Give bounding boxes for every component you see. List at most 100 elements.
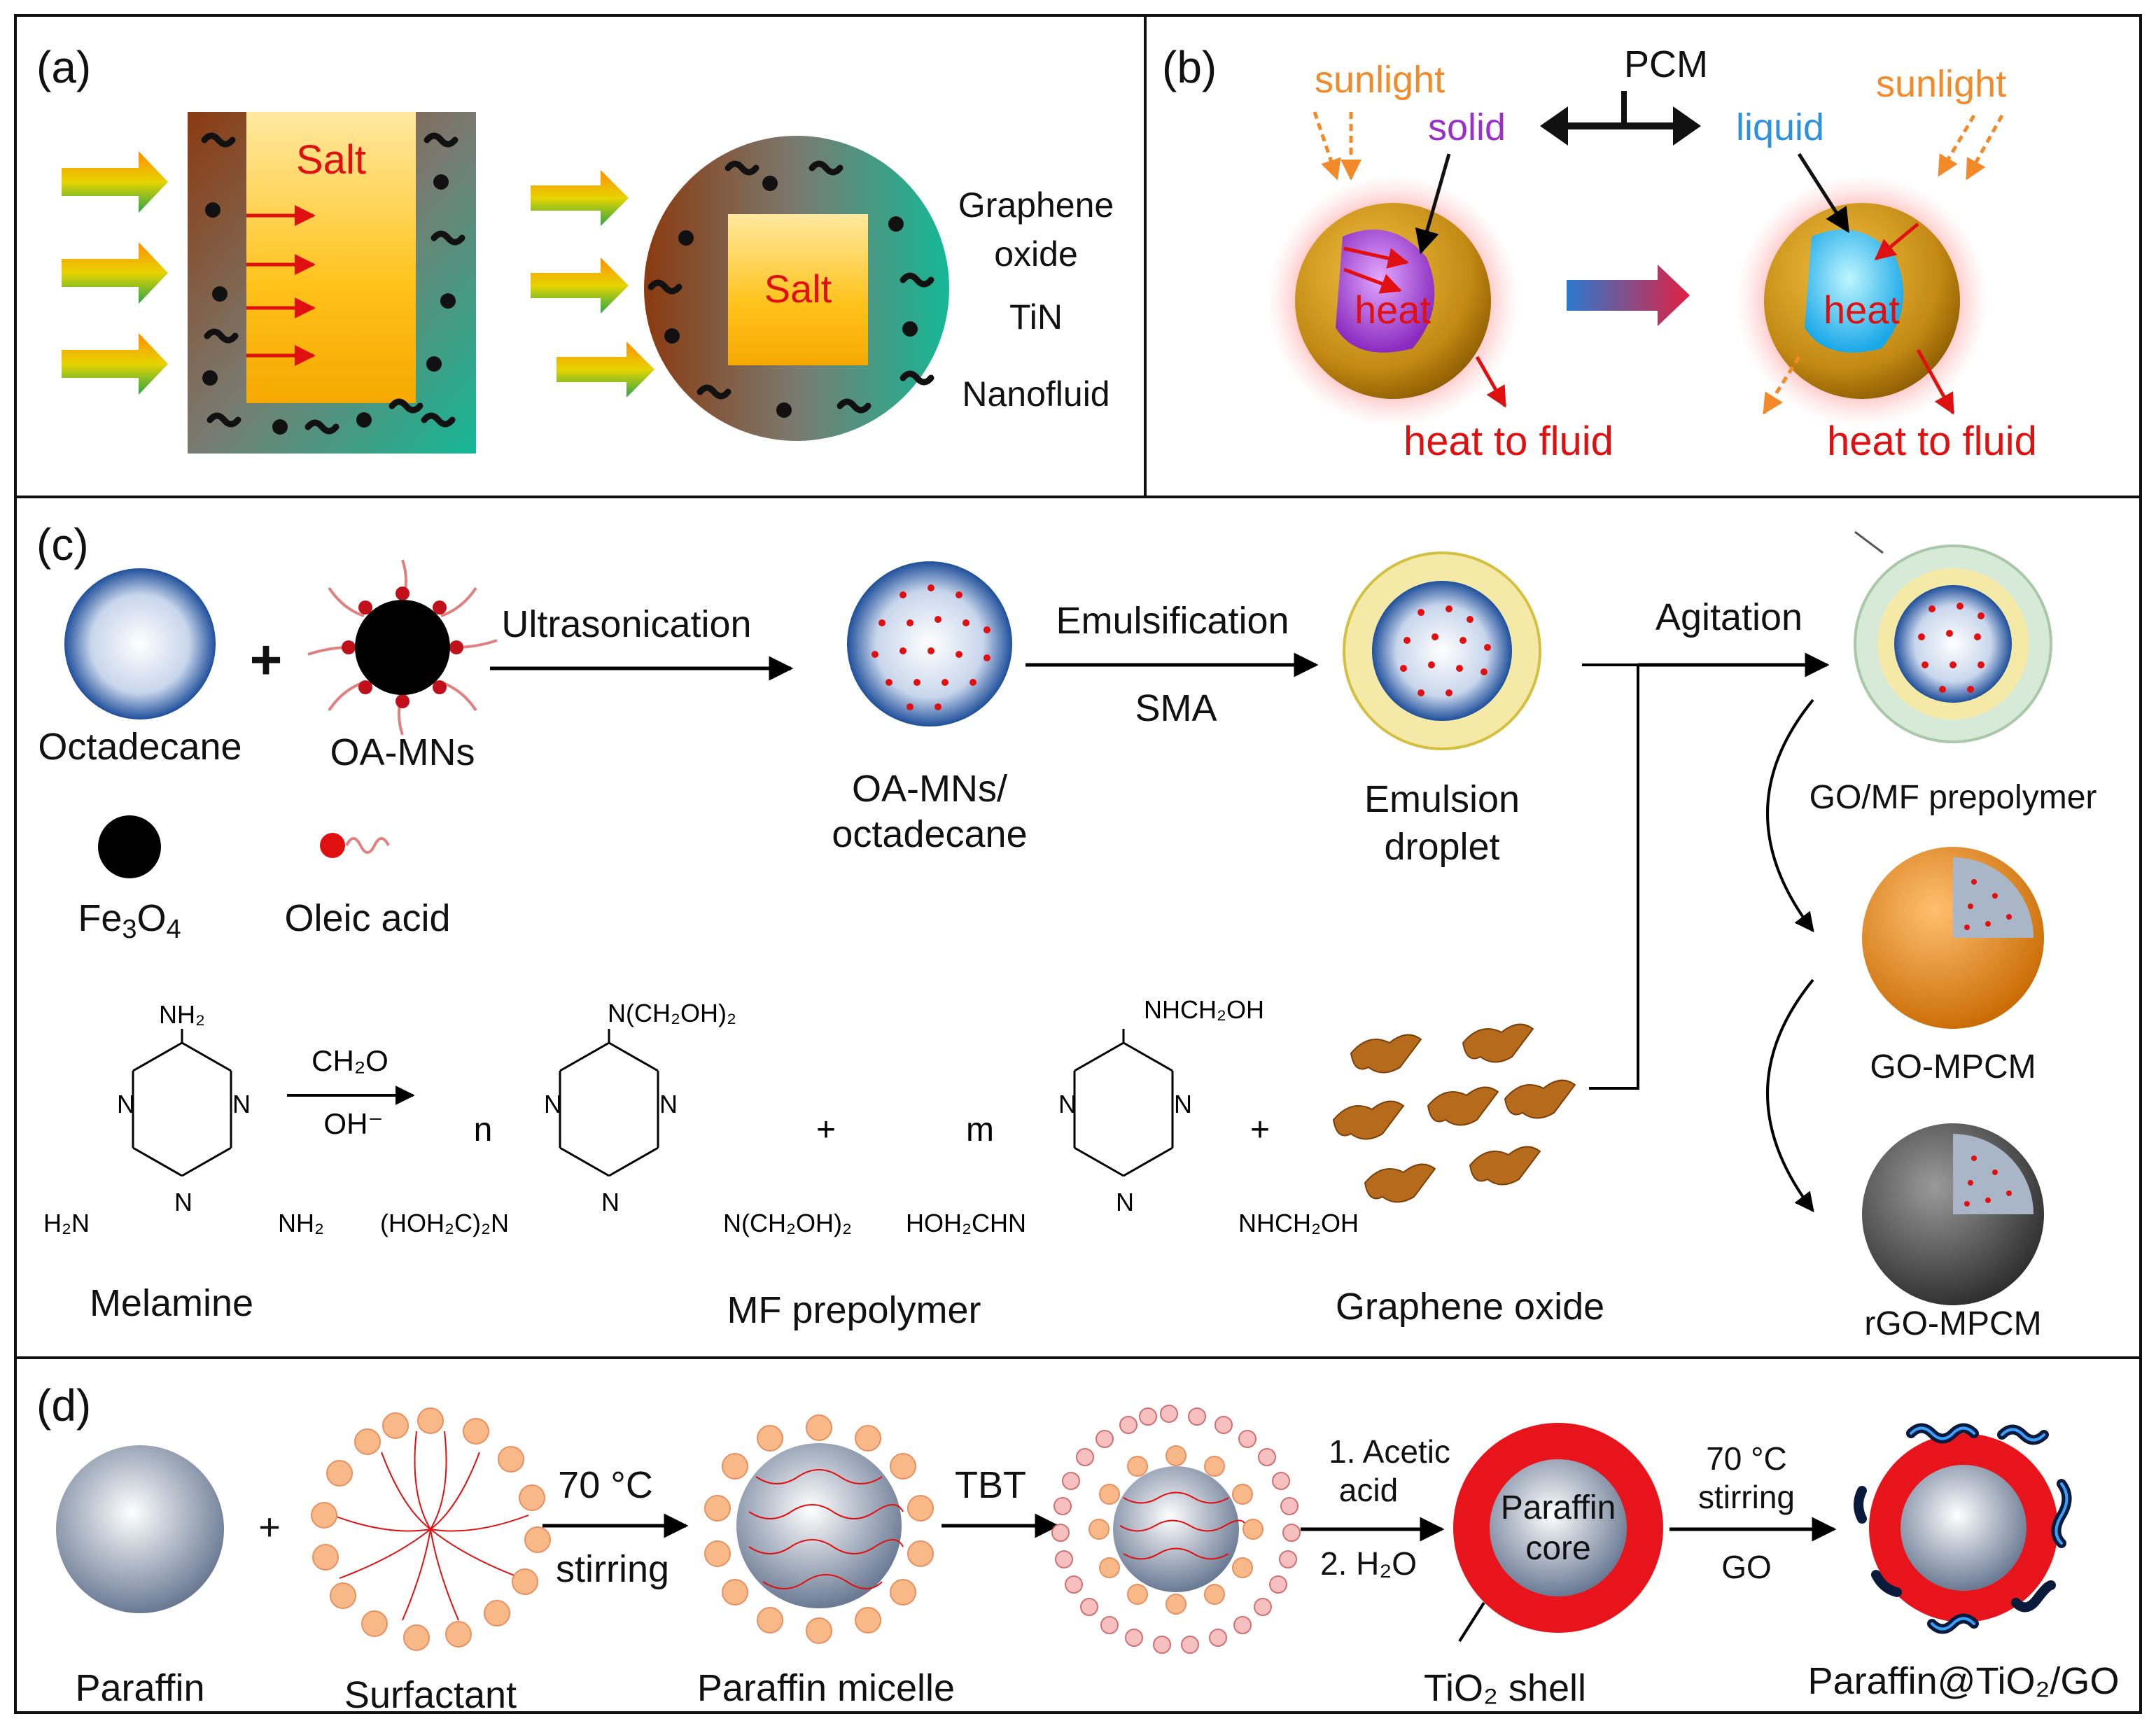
panel-d: (d) Paraffin + Surfactant 70 °C	[36, 1380, 2119, 1716]
stirring1-label: stirring	[556, 1548, 669, 1590]
panel-b: (b) sunlight sunlight PCM solid heat hea…	[1162, 42, 2037, 464]
particles-rect	[202, 174, 456, 435]
solid-label: solid	[1428, 106, 1506, 148]
heat-label-left: heat	[1354, 288, 1431, 332]
panel-a-label: (a)	[36, 42, 91, 92]
panel-a: (a) Salt	[36, 42, 1114, 454]
arrow-to-rgo-mpcm	[1766, 978, 1814, 1213]
panel-c: (c) + Octadecane OA-MNs Ultrasonication	[36, 519, 2096, 1342]
m-right: NHCH₂OH	[1238, 1209, 1359, 1237]
melamine-label: Melamine	[90, 1282, 253, 1324]
n-atom: N	[659, 1090, 678, 1118]
heat-to-fluid-left: heat to fluid	[1404, 419, 1614, 464]
m-top: NHCH₂OH	[1144, 995, 1264, 1024]
legend-nanofluid: Nanofluid	[962, 374, 1110, 414]
panel-c-label: (c)	[36, 519, 89, 570]
legend-oxide: oxide	[994, 234, 1078, 274]
graphene-flakes-rect	[201, 132, 465, 435]
rgo-mpcm-label: rGO-MPCM	[1864, 1305, 2041, 1342]
mn-dots-2	[1400, 605, 1491, 696]
n-atom: N	[174, 1188, 192, 1216]
paraffin-sphere	[56, 1445, 224, 1613]
figure-frame	[14, 14, 2142, 1714]
sun-arrow-icon	[531, 258, 629, 314]
mn-dots-3	[1918, 603, 1984, 693]
melamine-h2n: H₂N	[43, 1209, 90, 1237]
ch2o-label: CH₂O	[312, 1044, 388, 1077]
go-mf-core	[1894, 585, 2012, 703]
ultrasonication-label: Ultrasonication	[501, 603, 751, 645]
melamine-nh2-right: NH₂	[278, 1209, 324, 1237]
heat-label-right: heat	[1823, 288, 1900, 332]
particles-circle	[664, 176, 918, 418]
salt-label: Salt	[296, 137, 366, 183]
plus-c: +	[250, 628, 283, 691]
mf-top: N(CH₂OH)₂	[608, 999, 736, 1027]
sun-arrow-icon	[62, 242, 168, 304]
octadecane-label: Octadecane	[38, 726, 241, 768]
fe3o4-icon	[98, 815, 161, 878]
n-atom: N	[232, 1090, 251, 1118]
sun-arrow-icon	[62, 151, 168, 213]
melamine-nh2-top: NH₂	[159, 1000, 205, 1029]
heat-arrows	[246, 205, 316, 366]
n-atom: N	[544, 1090, 562, 1118]
bracket-line	[1582, 663, 1639, 1090]
final-label: Paraffin@TiO₂/GO	[1808, 1660, 2120, 1702]
n-atom: N	[1058, 1090, 1077, 1118]
liquid-label: liquid	[1736, 106, 1824, 148]
reversible-arrow-icon	[1540, 91, 1701, 146]
salt-label-round: Salt	[764, 267, 832, 311]
mf-ring	[559, 1029, 659, 1177]
legend-graphene: Graphene	[958, 185, 1114, 225]
sun-arrow-icon	[62, 333, 168, 395]
emulsion-core	[1372, 581, 1512, 721]
emulsification-label: Emulsification	[1056, 600, 1289, 642]
n-atom: N	[117, 1090, 135, 1118]
oleic-acid-label: Oleic acid	[284, 897, 450, 939]
m-ring	[1073, 1029, 1174, 1177]
incident-arrows-circle	[531, 170, 654, 398]
m-left: HOH₂CHN	[906, 1209, 1026, 1237]
plus-mf: +	[816, 1111, 836, 1149]
mn-dots-1	[872, 584, 990, 710]
sun-arrow-icon	[531, 170, 629, 226]
acetic-label-2: acid	[1339, 1472, 1398, 1508]
tio2-shell-label: TiO₂ shell	[1424, 1667, 1586, 1709]
pcm-label: PCM	[1624, 43, 1708, 85]
oa-mns-particle	[307, 559, 498, 736]
stirring2-label: stirring	[1698, 1479, 1795, 1515]
mf-left: (HOH₂C)₂N	[380, 1209, 509, 1237]
core-label-2: core	[1525, 1530, 1590, 1567]
panel-b-label: (b)	[1162, 42, 1217, 92]
coef-m: m	[966, 1111, 994, 1149]
heat-to-fluid-right: heat to fluid	[1827, 419, 2037, 464]
tbt-label: TBT	[955, 1464, 1026, 1506]
n-atom: N	[1116, 1188, 1134, 1216]
sun-arrow-icon	[556, 342, 654, 398]
paraffin-label: Paraffin	[75, 1667, 204, 1709]
graphene-oxide-flakes	[1332, 1023, 1576, 1203]
melamine-ring	[132, 1029, 232, 1177]
oh-label: OH⁻	[323, 1107, 383, 1140]
temp1-label: 70 °C	[558, 1464, 653, 1506]
plus-go: +	[1250, 1111, 1270, 1149]
core-label-1: Paraffin	[1501, 1489, 1616, 1526]
salt-block-round	[728, 214, 868, 365]
oa-mns-label: OA-MNs	[330, 731, 475, 773]
octadecane-sphere	[64, 568, 216, 719]
go-label-d: GO	[1721, 1549, 1772, 1585]
h2o-label: 2. H₂O	[1320, 1545, 1417, 1582]
oa-mns-octadecane-label-2: octadecane	[832, 813, 1027, 855]
final-capsule	[1854, 1423, 2072, 1634]
surfactant-label: Surfactant	[344, 1674, 517, 1716]
oleic-acid-icon	[320, 833, 390, 858]
surfactant-micelle	[311, 1407, 551, 1651]
agitation-label: Agitation	[1656, 596, 1802, 638]
n-atom: N	[601, 1188, 620, 1216]
temp2-label: 70 °C	[1706, 1440, 1787, 1477]
graphene-flakes-circle	[648, 160, 934, 414]
incident-arrows-rect	[62, 151, 168, 395]
legend-tin: TiN	[1009, 297, 1063, 337]
tio2-capsule	[1453, 1423, 1663, 1633]
